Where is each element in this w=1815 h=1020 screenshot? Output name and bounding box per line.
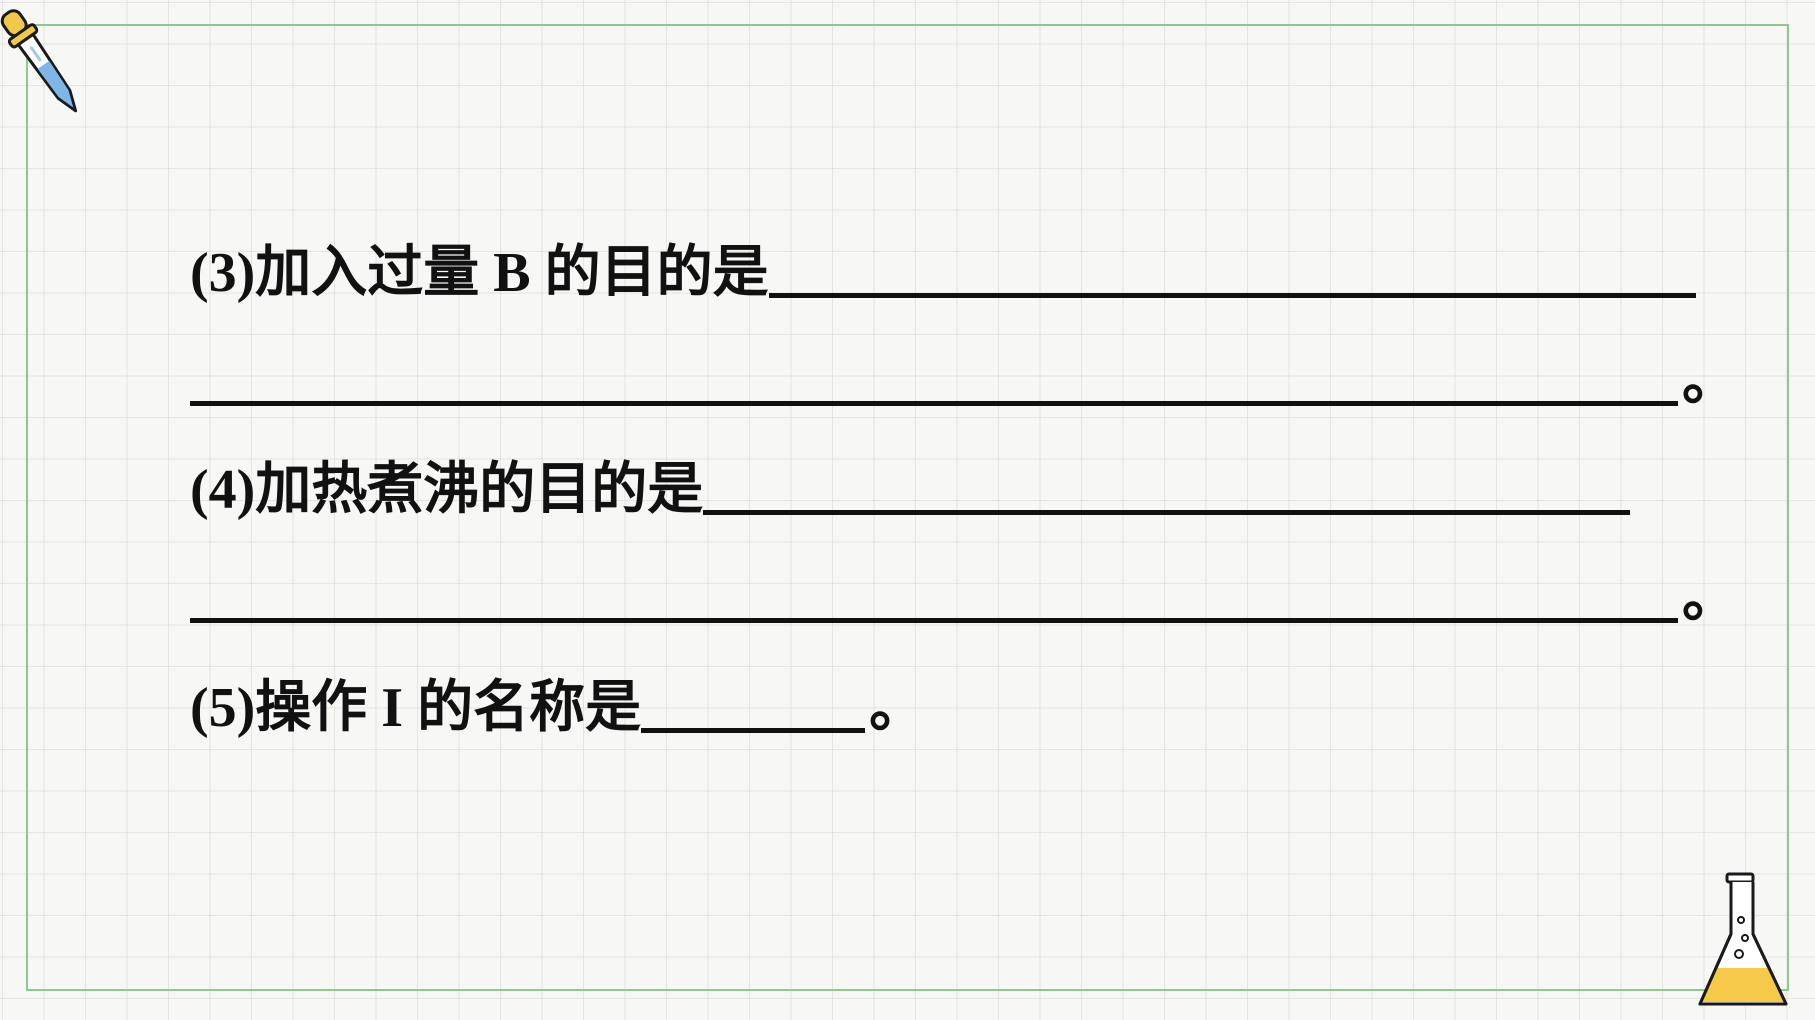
answer-blank-3a[interactable] bbox=[768, 293, 1696, 298]
flask-icon bbox=[1698, 872, 1788, 1006]
question-5-end: 。 bbox=[869, 677, 926, 739]
question-5-text: (5)操作 I 的名称是 bbox=[190, 677, 642, 739]
answer-blank-4a[interactable] bbox=[703, 510, 1631, 515]
dropper-icon bbox=[0, 9, 78, 113]
answer-blank-3b[interactable] bbox=[190, 401, 1678, 406]
question-4-end: 。 bbox=[1682, 567, 1738, 629]
question-4: (4)加热煮沸的目的是 bbox=[190, 459, 1631, 521]
question-5: (5)操作 I 的名称是 。 bbox=[190, 680, 925, 736]
question-3-continuation: 。 bbox=[190, 353, 1738, 409]
worksheet-frame bbox=[26, 24, 1789, 991]
question-4-continuation: 。 bbox=[190, 570, 1738, 626]
question-3: (3)加入过量 B 的目的是 bbox=[190, 245, 1696, 301]
answer-blank-4b[interactable] bbox=[190, 618, 1678, 623]
question-3-text: (3)加入过量 B 的目的是 bbox=[190, 242, 769, 304]
answer-blank-5[interactable] bbox=[641, 728, 866, 733]
question-4-text: (4)加热煮沸的目的是 bbox=[190, 459, 704, 521]
question-3-end: 。 bbox=[1682, 350, 1738, 412]
